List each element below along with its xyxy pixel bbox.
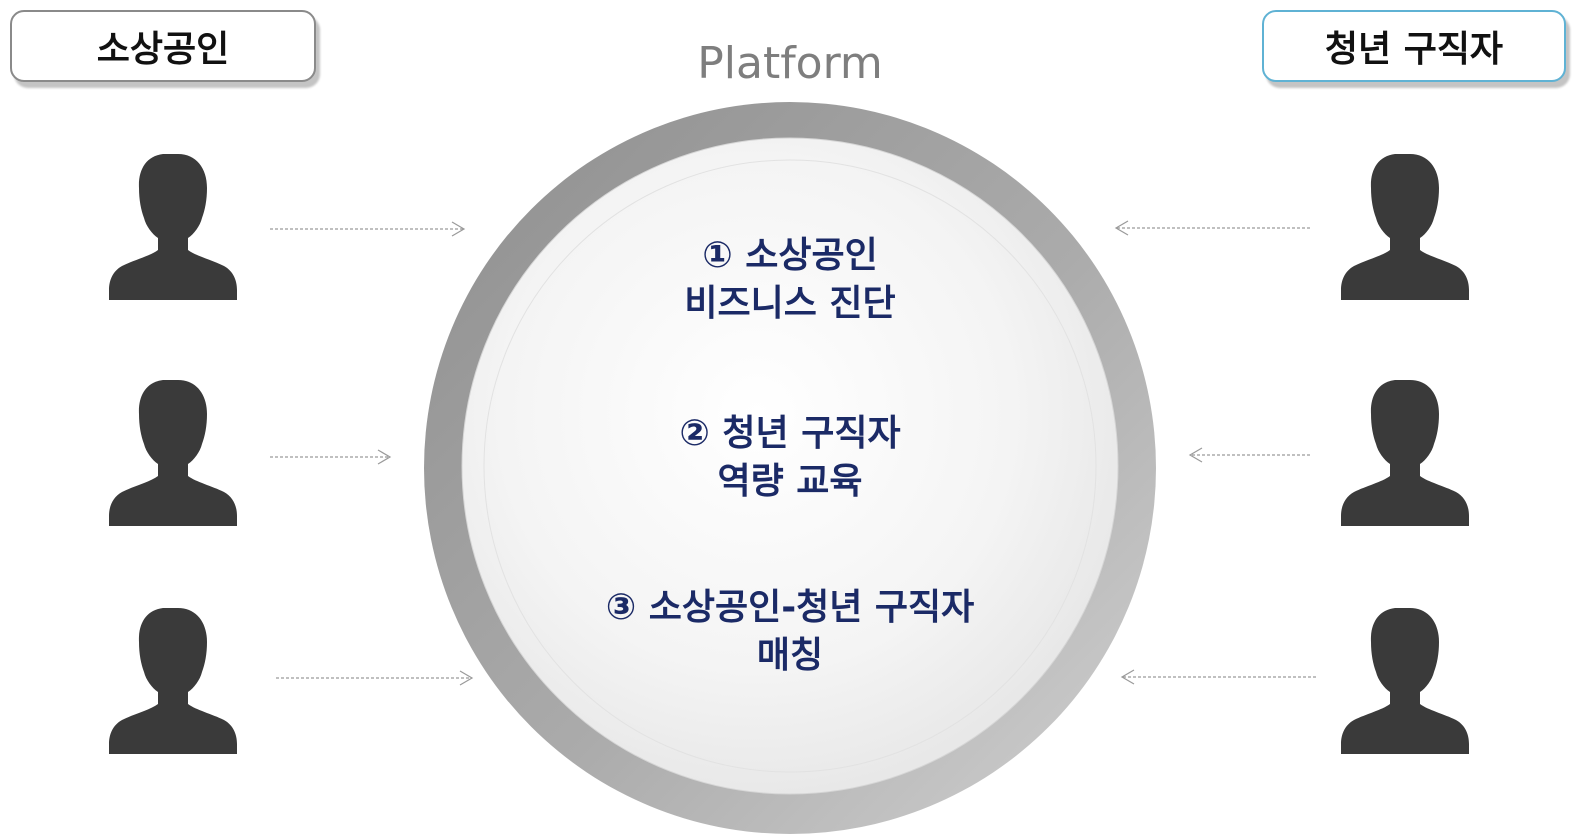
step-2-capability-education: ② 청년 구직자 역량 교육 bbox=[500, 410, 1080, 506]
step-3-subtitle: 매칭 bbox=[756, 635, 824, 676]
person-icon bbox=[109, 154, 237, 300]
person-icon bbox=[109, 380, 237, 526]
dotted-arrow-icon bbox=[276, 670, 474, 686]
step-2-subtitle: 역량 교육 bbox=[717, 461, 863, 502]
dotted-arrow-icon bbox=[270, 449, 392, 465]
dotted-arrow-icon bbox=[270, 221, 466, 237]
dotted-arrow-icon bbox=[1114, 220, 1310, 236]
step-3-title: ③ 소상공인-청년 구직자 bbox=[605, 587, 975, 628]
step-1-title: ① 소상공인 bbox=[702, 235, 878, 276]
dotted-arrow-icon bbox=[1188, 447, 1310, 463]
platform-inner-line bbox=[483, 159, 1097, 773]
platform-label: Platform bbox=[697, 38, 883, 89]
young-job-seeker-box: 청년 구직자 bbox=[1262, 10, 1566, 82]
person-icon bbox=[1341, 608, 1469, 754]
step-1-subtitle: 비즈니스 진단 bbox=[684, 283, 896, 324]
dotted-arrow-icon bbox=[1120, 669, 1316, 685]
person-icon bbox=[109, 608, 237, 754]
step-1-business-diagnosis: ① 소상공인 비즈니스 진단 bbox=[500, 232, 1080, 328]
person-icon bbox=[1341, 154, 1469, 300]
step-3-matching: ③ 소상공인-청년 구직자 매칭 bbox=[500, 584, 1080, 680]
step-2-title: ② 청년 구직자 bbox=[679, 413, 901, 454]
small-business-owner-box: 소상공인 bbox=[10, 10, 316, 82]
platform-inner-circle bbox=[461, 137, 1119, 795]
person-icon bbox=[1341, 380, 1469, 526]
